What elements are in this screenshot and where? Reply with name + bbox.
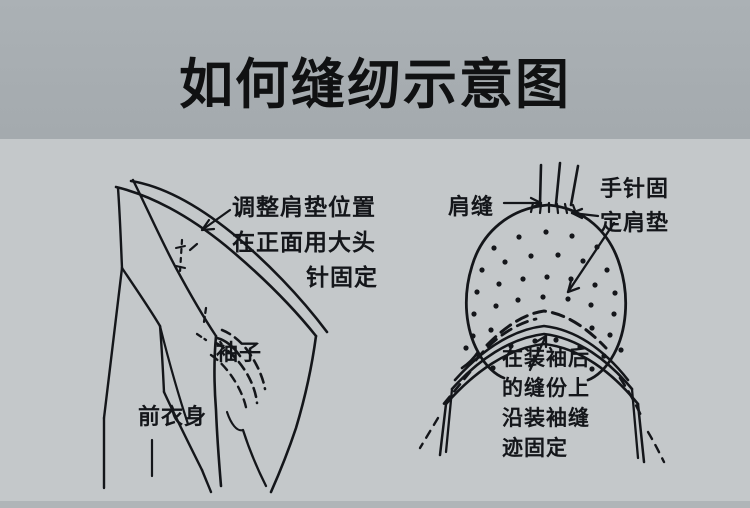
label-shoulder-seam: 肩缝 (448, 194, 495, 219)
right-note-bottom-line-2: 的缝份上 (502, 376, 590, 400)
footer-band (0, 501, 750, 508)
right-note-bottom-block: 在装袖后 的缝份上 沿装袖缝 迹固定 (502, 343, 682, 463)
page-title: 如何缝纫示意图 (179, 55, 571, 115)
left-note-line-3: 针固定 (306, 265, 378, 290)
header-band (0, 0, 750, 139)
right-note-bottom-line-1: 在装袖后 (502, 346, 590, 370)
left-note-line-2: 在正面用大头 (232, 230, 376, 255)
right-note-bottom-line-4: 迹固定 (502, 436, 568, 460)
right-note-bottom-line-3: 沿装袖缝 (502, 406, 590, 430)
right-note-top-line-1: 手针固 (600, 176, 670, 201)
left-note-block: 调整肩垫位置 在正面用大头 针固定 (232, 190, 378, 295)
right-note-top-line-2: 定肩垫 (600, 210, 670, 235)
label-sleeve: 袖子 (216, 340, 263, 365)
right-note-top-block: 手针固 定肩垫 (600, 172, 750, 240)
header-gradient (0, 0, 750, 139)
left-note-line-1: 调整肩垫位置 (232, 195, 376, 220)
label-front-body: 前衣身 (138, 404, 208, 429)
